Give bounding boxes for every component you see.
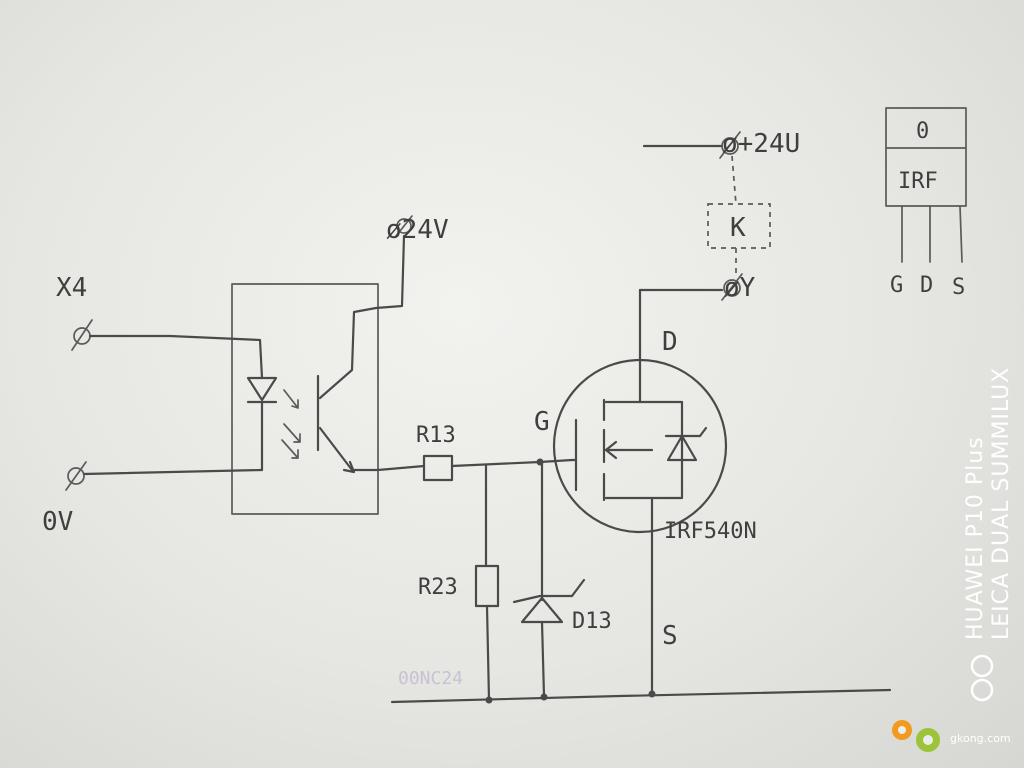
led-symbol	[246, 376, 278, 402]
watermark-site: gkong.com	[950, 732, 1011, 745]
wire-0v	[82, 468, 264, 476]
label-mosfet-part: IRF540N	[664, 519, 757, 544]
relay-k-box	[707, 203, 771, 249]
ground-rail	[390, 688, 892, 704]
optocoupler-box	[231, 283, 379, 515]
package-pin-g: G	[890, 273, 903, 298]
label-24v-top: ø+24U	[722, 129, 800, 159]
label-d13: D13	[572, 609, 612, 634]
leica-circles-icon	[970, 654, 994, 702]
watermark-line1: HUAWEI P10 Plus	[963, 436, 988, 640]
resistor-r13	[422, 454, 454, 482]
terminal-0v	[67, 467, 85, 485]
label-drain: D	[662, 327, 678, 357]
zener-d13	[520, 596, 564, 624]
package-name: IRF	[898, 169, 938, 194]
label-x4: X4	[56, 273, 87, 303]
label-r13: R13	[416, 423, 456, 448]
label-source: S	[662, 621, 678, 651]
label-y: øY	[724, 273, 756, 303]
label-24v-opto: ø24V	[386, 215, 449, 245]
phototransistor-collector	[318, 306, 378, 400]
wire-gate	[450, 458, 574, 468]
package-pin-d: D	[920, 273, 933, 298]
phototransistor-emitter	[318, 426, 354, 472]
label-gate: G	[534, 407, 550, 437]
label-r23: R23	[418, 575, 458, 600]
wire-24v-opto	[374, 234, 406, 310]
resistor-r23	[474, 564, 500, 608]
package-pin-s: S	[952, 275, 965, 300]
label-0v: 0V	[42, 507, 73, 537]
irf-package	[885, 107, 967, 207]
gear-logo-icon	[892, 720, 940, 752]
package-tab-mark: 0	[916, 119, 929, 144]
label-relay-k: K	[730, 213, 746, 243]
wire-emitter	[350, 464, 426, 472]
camera-watermark: HUAWEI P10 Plus LEICA DUAL SUMMILUX	[963, 367, 1014, 640]
wire-x4	[88, 334, 264, 380]
watermark-line2: LEICA DUAL SUMMILUX	[989, 367, 1014, 640]
faint-text: 00NC24	[398, 668, 463, 689]
